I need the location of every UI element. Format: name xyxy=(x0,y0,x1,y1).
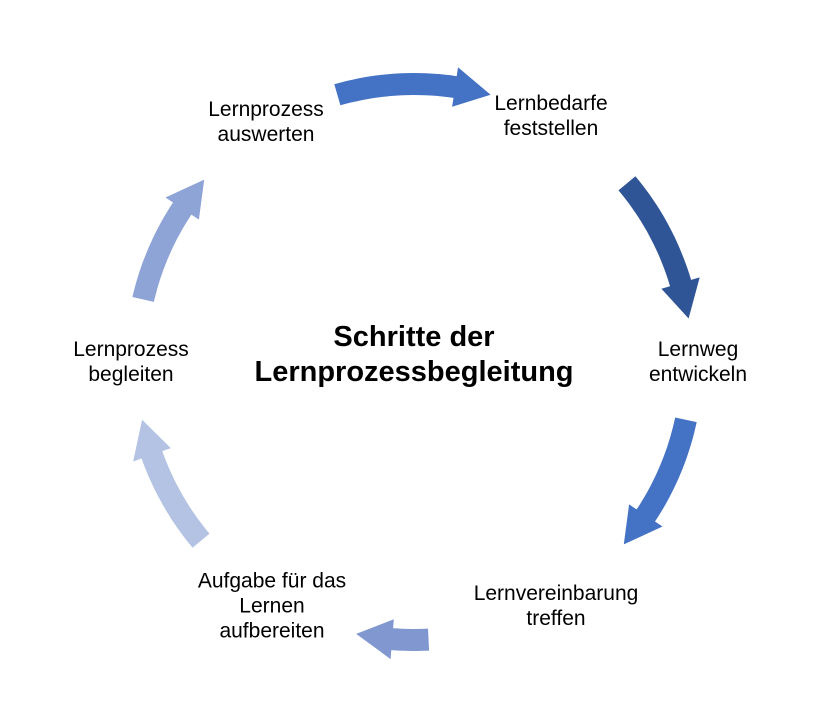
diagram-title: Schritte der Lernprozessbegleitung xyxy=(254,320,573,390)
arrow-to-lernbedarfe-icon xyxy=(334,67,491,107)
arrow-to-auswerten-icon xyxy=(132,179,205,302)
arrow-to-lernweg-icon xyxy=(618,176,700,319)
arrow-to-aufgabe-icon xyxy=(356,619,430,660)
title-line-1: Schritte der xyxy=(333,321,495,353)
arrow-to-begleiten-icon xyxy=(133,419,210,548)
arrow-to-lernvereinbarung-icon xyxy=(623,417,697,545)
title-line-2: Lernprozessbegleitung xyxy=(254,356,574,388)
